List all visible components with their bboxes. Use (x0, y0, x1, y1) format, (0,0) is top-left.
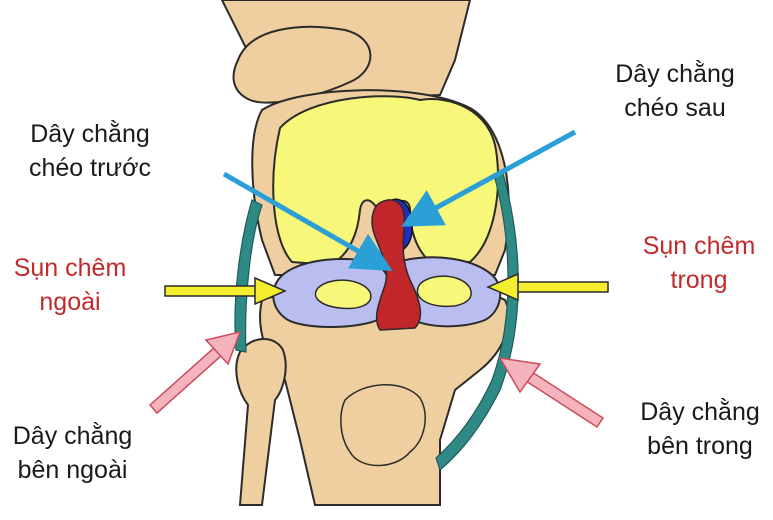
lateral-meniscus-label-line2: ngoài (39, 287, 101, 316)
lateral-meniscus-label: Sụn chêm ngoài (0, 252, 140, 320)
tibial-tuberosity (340, 384, 426, 467)
pcl-label-line1: Dây chằng (615, 60, 735, 88)
medial-meniscus-label-line1: Sụn chêm (642, 232, 756, 260)
medial-meniscus-arrow (486, 272, 609, 302)
acl-label-line2: chéo trước (28, 153, 152, 182)
acl-label-line1: Dây chằng (30, 120, 150, 148)
lateral-meniscus-label-line1: Sụn chêm (13, 254, 127, 282)
pcl-pointer-arrow (401, 129, 577, 227)
lateral-collateral-ligament (234, 199, 263, 353)
acl-label: Dây chằng chéo trước (10, 118, 170, 186)
lateral-meniscus-arrow (164, 276, 287, 306)
lcl-label-line1: Dây chằng (12, 422, 133, 450)
lcl-label: Dây chằng bên ngoài (0, 420, 145, 488)
pcl-label-line2: chéo sau (624, 93, 726, 122)
mcl-pointer-arrow (498, 357, 605, 429)
lcl-pointer-arrow (148, 330, 242, 415)
lcl-label-line2: bên ngoài (17, 455, 128, 484)
pcl-label: Dây chằng chéo sau (590, 58, 760, 126)
lateral-meniscus-hole (314, 279, 372, 310)
fibula (235, 338, 287, 506)
mcl-label: Dây chằng bên trong (628, 396, 772, 464)
mcl-label-line2: bên trong (647, 431, 753, 460)
medial-meniscus-label: Sụn chêm trong (626, 230, 772, 298)
mcl-label-line1: Dây chằng (640, 398, 760, 426)
medial-meniscus-label-line2: trong (670, 265, 728, 294)
medial-meniscus-hole (416, 275, 472, 308)
acl-pointer-arrow (222, 171, 393, 271)
patella (232, 25, 372, 104)
